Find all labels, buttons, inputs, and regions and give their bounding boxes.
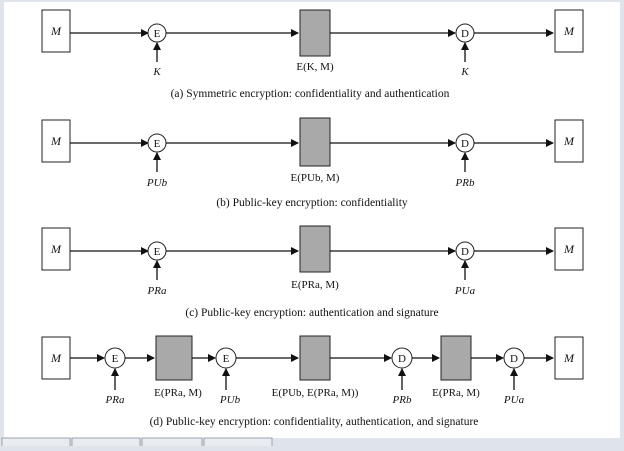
key-label-1: PRa (105, 394, 125, 406)
panel-b: M E PUb E(PUb, M) D PRb M (b) Public-key… (41, 117, 584, 209)
bottom-tab-strip (1, 437, 273, 449)
ciphertext-label-3: E(PRa, M) (432, 387, 480, 399)
source-message-box (41, 227, 71, 271)
decrypt-node-label: D (461, 138, 469, 150)
key-label-2: PUb (219, 394, 241, 406)
ciphertext-block-2 (299, 335, 331, 381)
ciphertext-block (299, 9, 331, 57)
dest-message-label: M (563, 134, 575, 148)
caption-b: (b) Public-key encryption: confidentiali… (216, 197, 408, 209)
source-message-box (41, 119, 71, 163)
dest-message-label: M (563, 24, 575, 38)
key-label-4: PUa (503, 394, 525, 406)
ciphertext-label: E(K, M) (296, 61, 334, 73)
ciphertext-label: E(PRa, M) (291, 279, 339, 291)
encrypt-key-label: K (152, 66, 161, 78)
ciphertext-block (299, 117, 331, 167)
dest-message-box (554, 227, 584, 271)
decrypt-node-2-label: D (510, 353, 518, 365)
caption-d: (d) Public-key encryption: confidentiali… (150, 416, 479, 428)
decrypt-node-label: D (461, 28, 469, 40)
source-message-label: M (50, 242, 62, 256)
decrypt-node-1-label: D (398, 353, 406, 365)
panel-c: M E PRa E(PRa, M) D PUa M (c) Public-key… (41, 225, 584, 319)
source-message-label: M (50, 24, 62, 38)
dest-message-box (554, 119, 584, 163)
dest-message-label: M (563, 351, 575, 365)
encrypt-key-label: PRa (147, 285, 167, 297)
tab-1[interactable] (1, 437, 71, 449)
tab-4[interactable] (203, 437, 273, 449)
source-message-box (41, 9, 71, 53)
ciphertext-block (299, 225, 331, 273)
decrypt-key-label: K (460, 66, 469, 78)
dest-message-box (554, 336, 584, 380)
dest-message-box (554, 9, 584, 53)
tab-3[interactable] (141, 437, 203, 449)
decrypt-node-label: D (461, 246, 469, 258)
encrypt-node-label: E (154, 28, 161, 40)
encrypt-node-2-label: E (223, 353, 230, 365)
panel-d: M E PRa E(PRa, M) E PUb E(PUb, E(PRa, M)… (41, 335, 584, 428)
key-label-3: PRb (392, 394, 412, 406)
ciphertext-block-3 (440, 335, 472, 381)
encrypt-node-1-label: E (112, 353, 119, 365)
source-message-label: M (50, 134, 62, 148)
ciphertext-label-1: E(PRa, M) (154, 387, 202, 399)
ciphertext-block-1 (155, 335, 193, 381)
source-message-label: M (50, 351, 62, 365)
caption-a: (a) Symmetric encryption: confidentialit… (171, 88, 450, 100)
decrypt-key-label: PRb (455, 177, 475, 189)
caption-c: (c) Public-key encryption: authenticatio… (185, 307, 438, 319)
tab-2[interactable] (71, 437, 141, 449)
encrypt-node-label: E (154, 246, 161, 258)
decrypt-key-label: PUa (454, 285, 476, 297)
panel-a: M E K E(K, M) D K M (a) Symmetric encryp… (41, 9, 584, 100)
encrypt-node-label: E (154, 138, 161, 150)
ciphertext-label-2: E(PUb, E(PRa, M)) (272, 387, 359, 399)
encrypt-key-label: PUb (146, 177, 168, 189)
ciphertext-label: E(PUb, M) (291, 172, 340, 184)
dest-message-label: M (563, 242, 575, 256)
